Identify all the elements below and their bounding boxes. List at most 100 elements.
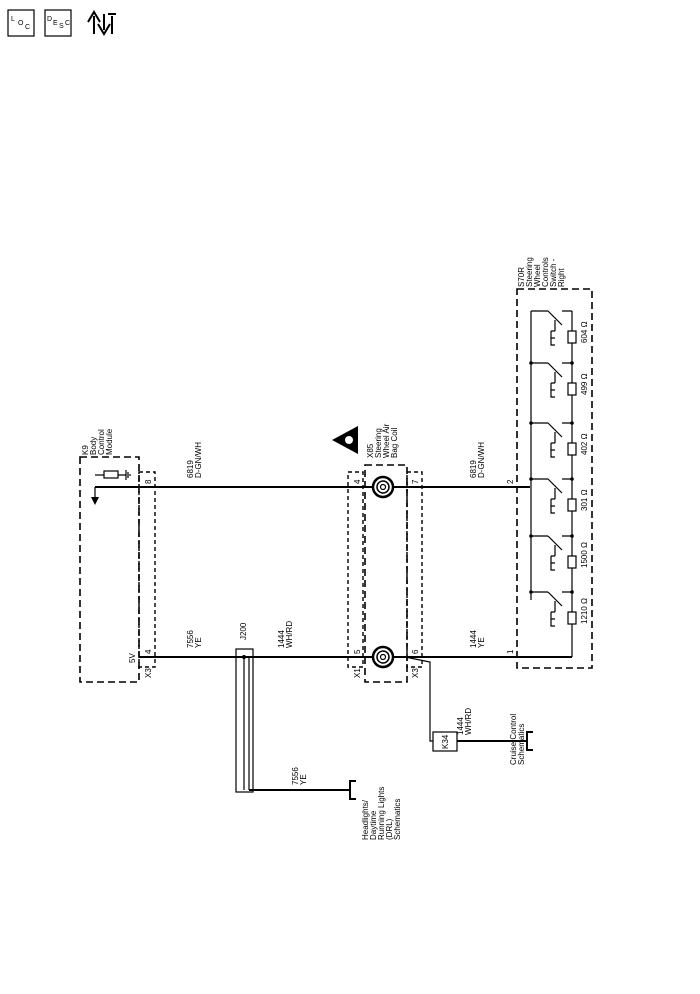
svg-text:Steering: Steering (374, 428, 383, 458)
x85-air-bag-coil: X85 Steering Wheel Air Bag Coil 4 5 7 6 … (332, 423, 433, 742)
svg-text:Daytime: Daytime (369, 810, 378, 840)
svg-text:6: 6 (411, 649, 420, 654)
wire-labels: 6819 D-GN/WH 7556 YE 1444 WH/RD 7556 YE … (186, 442, 486, 785)
svg-text:K9: K9 (81, 445, 90, 455)
j200-splice: J200 Headlights/ Daytime Running Lights … (235, 622, 402, 840)
svg-text:X85: X85 (366, 443, 375, 458)
svg-text:Bag Coil: Bag Coil (390, 428, 399, 458)
switch-actuator (550, 545, 556, 571)
svg-text:L: L (11, 16, 15, 23)
svg-text:5: 5 (353, 649, 362, 654)
svg-text:D-GN/WH: D-GN/WH (477, 442, 486, 478)
resistor (567, 498, 577, 512)
svg-text:Switch -: Switch - (549, 258, 558, 287)
svg-text:1444: 1444 (456, 717, 465, 735)
resistor (567, 330, 577, 344)
svg-text:WH/RD: WH/RD (285, 621, 294, 648)
svg-text:1: 1 (506, 649, 515, 654)
resistor-value: 1210 Ω (580, 598, 589, 624)
airbag-warning-icon (332, 426, 358, 454)
svg-text:1444: 1444 (469, 630, 478, 648)
junction-dot (529, 534, 533, 538)
arrows-wrench-icon[interactable] (87, 10, 116, 36)
switch-contact (547, 535, 563, 551)
svg-text:Cruise Control: Cruise Control (509, 714, 518, 765)
k34-cruise-control: K34 Cruise Control Schematics (432, 714, 533, 765)
svg-text:4: 4 (353, 479, 362, 484)
switch-actuator (550, 488, 556, 514)
svg-text:Steering: Steering (525, 257, 534, 287)
svg-text:D-GN/WH: D-GN/WH (194, 442, 203, 478)
switch-contact (547, 310, 563, 326)
svg-text:Running Lights: Running Lights (377, 787, 386, 840)
svg-text:C: C (65, 20, 70, 27)
svg-text:7: 7 (411, 479, 420, 484)
svg-text:6819: 6819 (186, 460, 195, 478)
svg-text:O: O (18, 20, 24, 27)
s70r-steering-wheel-controls-switch: S70R Steering Wheel Controls Switch - Ri… (506, 257, 593, 669)
svg-text:Right: Right (557, 268, 566, 287)
svg-text:1444: 1444 (277, 630, 286, 648)
svg-text:Headlights/: Headlights/ (361, 799, 370, 840)
junction-dot (570, 421, 574, 425)
switch-contact (547, 362, 563, 378)
junction-dot (570, 534, 574, 538)
junction-dot (570, 477, 574, 481)
svg-text:YE: YE (194, 637, 203, 648)
svg-text:6819: 6819 (469, 460, 478, 478)
svg-text:YE: YE (299, 774, 308, 785)
svg-text:7556: 7556 (186, 630, 195, 648)
junction-dot (529, 590, 533, 594)
svg-text:X3: X3 (144, 668, 153, 678)
description-icon[interactable]: D E S C (44, 9, 72, 37)
k9-body-control-module: K9 Body Control Module 8 4 5V X3 (79, 428, 156, 683)
svg-text:Control: Control (97, 429, 106, 455)
switch-actuator (550, 320, 556, 346)
switch-contact (547, 478, 563, 494)
svg-text:5V: 5V (128, 653, 137, 663)
svg-text:7556: 7556 (291, 767, 300, 785)
switch-actuator (550, 601, 556, 627)
resistor (567, 555, 577, 569)
coil-icon (371, 475, 395, 499)
resistor (567, 382, 577, 396)
svg-text:2: 2 (506, 479, 515, 484)
resistor (567, 611, 577, 625)
resistor-value: 402 Ω (580, 433, 589, 455)
coil-icon (371, 645, 395, 669)
svg-text:YE: YE (477, 637, 486, 648)
resistor-value: 301 Ω (580, 489, 589, 511)
svg-text:8: 8 (144, 479, 153, 484)
svg-text:C: C (25, 24, 30, 31)
resistor-value: 604 Ω (580, 321, 589, 343)
svg-text:WH/RD: WH/RD (464, 708, 473, 735)
svg-text:X1: X1 (353, 668, 362, 678)
svg-text:K34: K34 (441, 734, 450, 749)
svg-text:Schematics: Schematics (517, 724, 526, 765)
svg-text:(DRL): (DRL) (385, 818, 394, 840)
location-icon[interactable]: L O C (7, 9, 35, 37)
svg-text:S70R: S70R (517, 267, 526, 287)
resistor-value: 1500 Ω (580, 542, 589, 568)
switch-actuator (550, 372, 556, 398)
svg-text:Wheel: Wheel (533, 264, 542, 287)
svg-text:X3: X3 (411, 668, 420, 678)
svg-text:Body: Body (89, 437, 98, 455)
junction-dot (529, 477, 533, 481)
resistor-value: 499 Ω (580, 373, 589, 395)
svg-text:D: D (47, 16, 52, 23)
svg-text:4: 4 (144, 649, 153, 654)
switch-contact (547, 591, 563, 607)
svg-text:Schematics: Schematics (393, 799, 402, 840)
svg-text:Controls: Controls (541, 257, 550, 287)
svg-text:S: S (59, 23, 64, 30)
svg-text:J200: J200 (239, 622, 248, 640)
resistor (567, 442, 577, 456)
svg-text:Wheel Air: Wheel Air (382, 423, 391, 458)
svg-text:Module: Module (105, 428, 114, 455)
switch-actuator (550, 432, 556, 458)
junction-dot (529, 421, 533, 425)
junction-dot (529, 361, 533, 365)
junction-dot (570, 361, 574, 365)
